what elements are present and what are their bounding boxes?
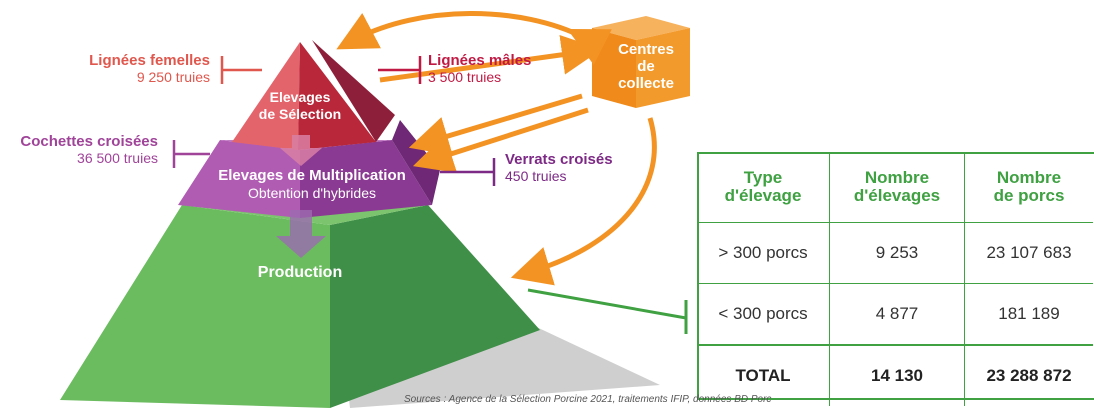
verrats-value: 450 truies: [505, 168, 567, 185]
table-cell: 9 253: [829, 222, 965, 284]
bracket-males: [378, 56, 422, 84]
bracket-cochettes: [172, 140, 210, 168]
arrow-collecte-selection-top: [336, 11, 612, 65]
multiplication-tier-left: [178, 140, 300, 218]
cochettes-value: 36 500 truies: [77, 150, 158, 167]
total-label: TOTAL: [697, 344, 830, 406]
label-lignees-males: Lignées mâles 3 500 truies: [428, 52, 531, 85]
selection-tier-right: [298, 42, 376, 150]
elevage-table: Type d'élevage Nombre d'élevages Nombre …: [697, 152, 1093, 406]
multiplication-tier-label: Elevages de Multiplication Obtention d'h…: [196, 167, 428, 202]
bracket-production-table: [527, 288, 688, 334]
verrats-title: Verrats croisés: [505, 151, 613, 168]
femelles-value: 9 250 truies: [136, 69, 210, 86]
arrow-collecte-multiplication-2: [412, 107, 589, 173]
males-value: 3 500 truies: [428, 69, 502, 86]
collecte-line3: collecte: [618, 74, 674, 92]
header-type-line2: d'élevage: [724, 186, 802, 205]
selection-tier-label: Elevages de Sélection: [240, 89, 360, 123]
header-nombre-elevages: Nombre d'élevages: [829, 152, 965, 223]
arrow-collecte-multiplication-1: [408, 93, 583, 156]
selection-line2: de Sélection: [258, 105, 342, 122]
production-tier-left: [60, 205, 330, 408]
label-lignees-femelles: Lignées femelles 9 250 truies: [50, 52, 210, 85]
header-porcs-line2: de porcs: [993, 186, 1065, 205]
femelles-title: Lignées femelles: [89, 52, 210, 69]
source-note: Sources : Agence de la Sélection Porcine…: [404, 394, 772, 405]
total-porcs: 23 288 872: [964, 344, 1093, 406]
header-type-line1: Type: [743, 168, 783, 188]
table-total-row: TOTAL 14 130 23 288 872: [697, 344, 1093, 406]
multiplication-tier-right: [300, 140, 432, 218]
collecte-cube-top: [592, 16, 690, 40]
production-tier-label: Production: [240, 264, 360, 282]
multiplication-line1: Elevages de Multiplication: [218, 167, 406, 184]
collecte-line2: de: [637, 57, 655, 75]
header-elevages-line1: Nombre: [864, 168, 930, 188]
production-label: Production: [257, 264, 343, 281]
header-type: Type d'élevage: [697, 152, 830, 223]
down-arrow-top: [280, 135, 322, 166]
table-cell: 23 107 683: [964, 222, 1093, 284]
selection-line1: Elevages: [269, 89, 331, 105]
table-header-row: Type d'élevage Nombre d'élevages Nombre …: [697, 152, 1093, 223]
table-cell: 181 189: [964, 283, 1093, 345]
table-cell: < 300 porcs: [697, 283, 830, 345]
bracket-verrats: [440, 158, 496, 186]
bracket-femelles: [220, 56, 262, 84]
table-row: > 300 porcs 9 253 23 107 683: [697, 222, 1093, 284]
table-cell: > 300 porcs: [697, 222, 830, 284]
selection-tier-left: [232, 42, 300, 150]
males-title: Lignées mâles: [428, 52, 532, 69]
down-arrow-bottom: [276, 210, 326, 258]
cochettes-title: Cochettes croisées: [20, 133, 158, 150]
label-cochettes-croisees: Cochettes croisées 36 500 truies: [4, 133, 158, 166]
header-nombre-porcs: Nombre de porcs: [964, 152, 1093, 223]
collecte-line1: Centres: [618, 41, 674, 58]
arrow-selection-collecte: [379, 34, 602, 83]
collecte-label: Centres de collecte: [598, 41, 694, 92]
header-elevages-line2: d'élevages: [853, 186, 941, 205]
selection-tier-back: [312, 40, 395, 142]
multiplication-line2: Obtention d'hybrides: [248, 185, 376, 202]
arrow-collecte-production: [510, 117, 657, 286]
header-porcs-line1: Nombre: [996, 168, 1062, 188]
production-tier-right: [330, 205, 540, 408]
table-row: < 300 porcs 4 877 181 189: [697, 283, 1093, 345]
table-cell: 4 877: [829, 283, 965, 345]
label-verrats-croises: Verrats croisés 450 truies: [505, 151, 613, 184]
total-elevages: 14 130: [829, 344, 965, 406]
collecte-cube-side: [636, 28, 690, 108]
